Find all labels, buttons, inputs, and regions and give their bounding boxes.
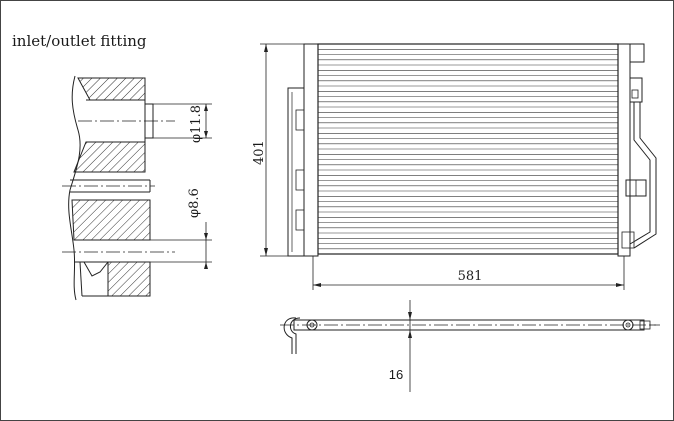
inlet-diameter-label: φ11.8 [189, 105, 204, 143]
fitting-section [62, 75, 212, 301]
fitting-title: inlet/outlet fitting [12, 32, 147, 50]
outlet-diameter-label: φ8.6 [187, 188, 202, 218]
condenser-side-view [280, 300, 660, 392]
thickness-dimension-label: 16 [389, 367, 403, 382]
height-dimension-label: 401 [252, 140, 267, 165]
width-dimension-label: 581 [458, 269, 483, 284]
condenser-front-view [260, 43, 657, 290]
